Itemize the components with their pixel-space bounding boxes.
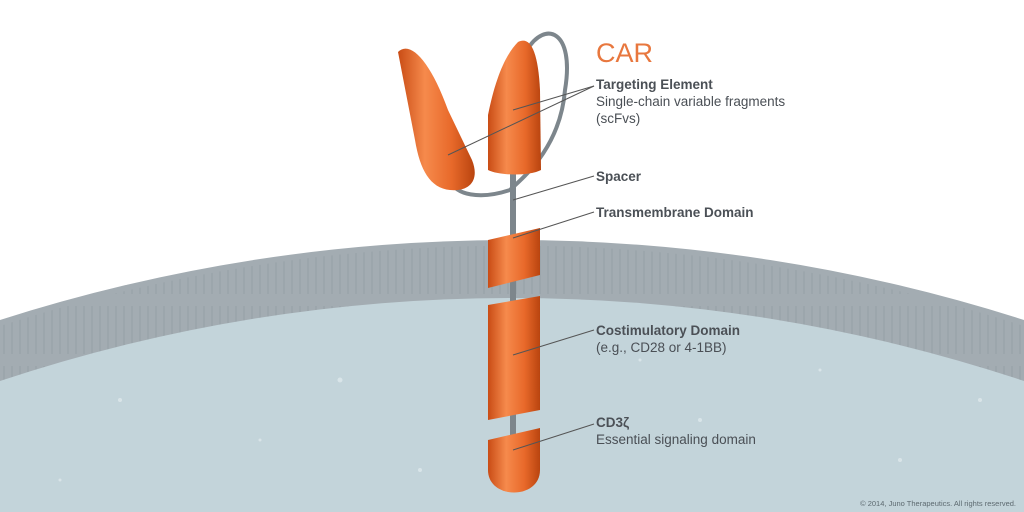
label-spacer: Spacer xyxy=(596,168,641,185)
copyright: © 2014, Juno Therapeutics. All rights re… xyxy=(860,499,1016,508)
cd3z-domain xyxy=(488,428,540,493)
diagram-title: CAR xyxy=(596,38,654,68)
label-heading: Transmembrane Domain xyxy=(596,205,754,220)
label-heading: Targeting Element xyxy=(596,77,713,92)
label-heading: Costimulatory Domain xyxy=(596,323,741,338)
leader-lines xyxy=(447,85,595,451)
label-desc: Essential signaling domain xyxy=(596,432,756,447)
label-desc: (e.g., CD28 or 4-1BB) xyxy=(596,340,727,355)
label-heading: Spacer xyxy=(596,169,642,184)
costimulatory-domain xyxy=(488,296,540,420)
transmembrane-domain xyxy=(488,228,540,288)
receptor xyxy=(398,40,541,493)
label-heading: CD3ζ xyxy=(596,415,630,430)
label-desc: Single-chain variable fragments (scFvs) xyxy=(596,94,786,126)
scfv-left xyxy=(398,48,475,191)
scfv-right xyxy=(488,40,541,175)
label-transmembrane: Transmembrane Domain xyxy=(596,204,754,221)
label-costimulatory: Costimulatory Domain (e.g., CD28 or 4-1BB… xyxy=(596,322,740,356)
